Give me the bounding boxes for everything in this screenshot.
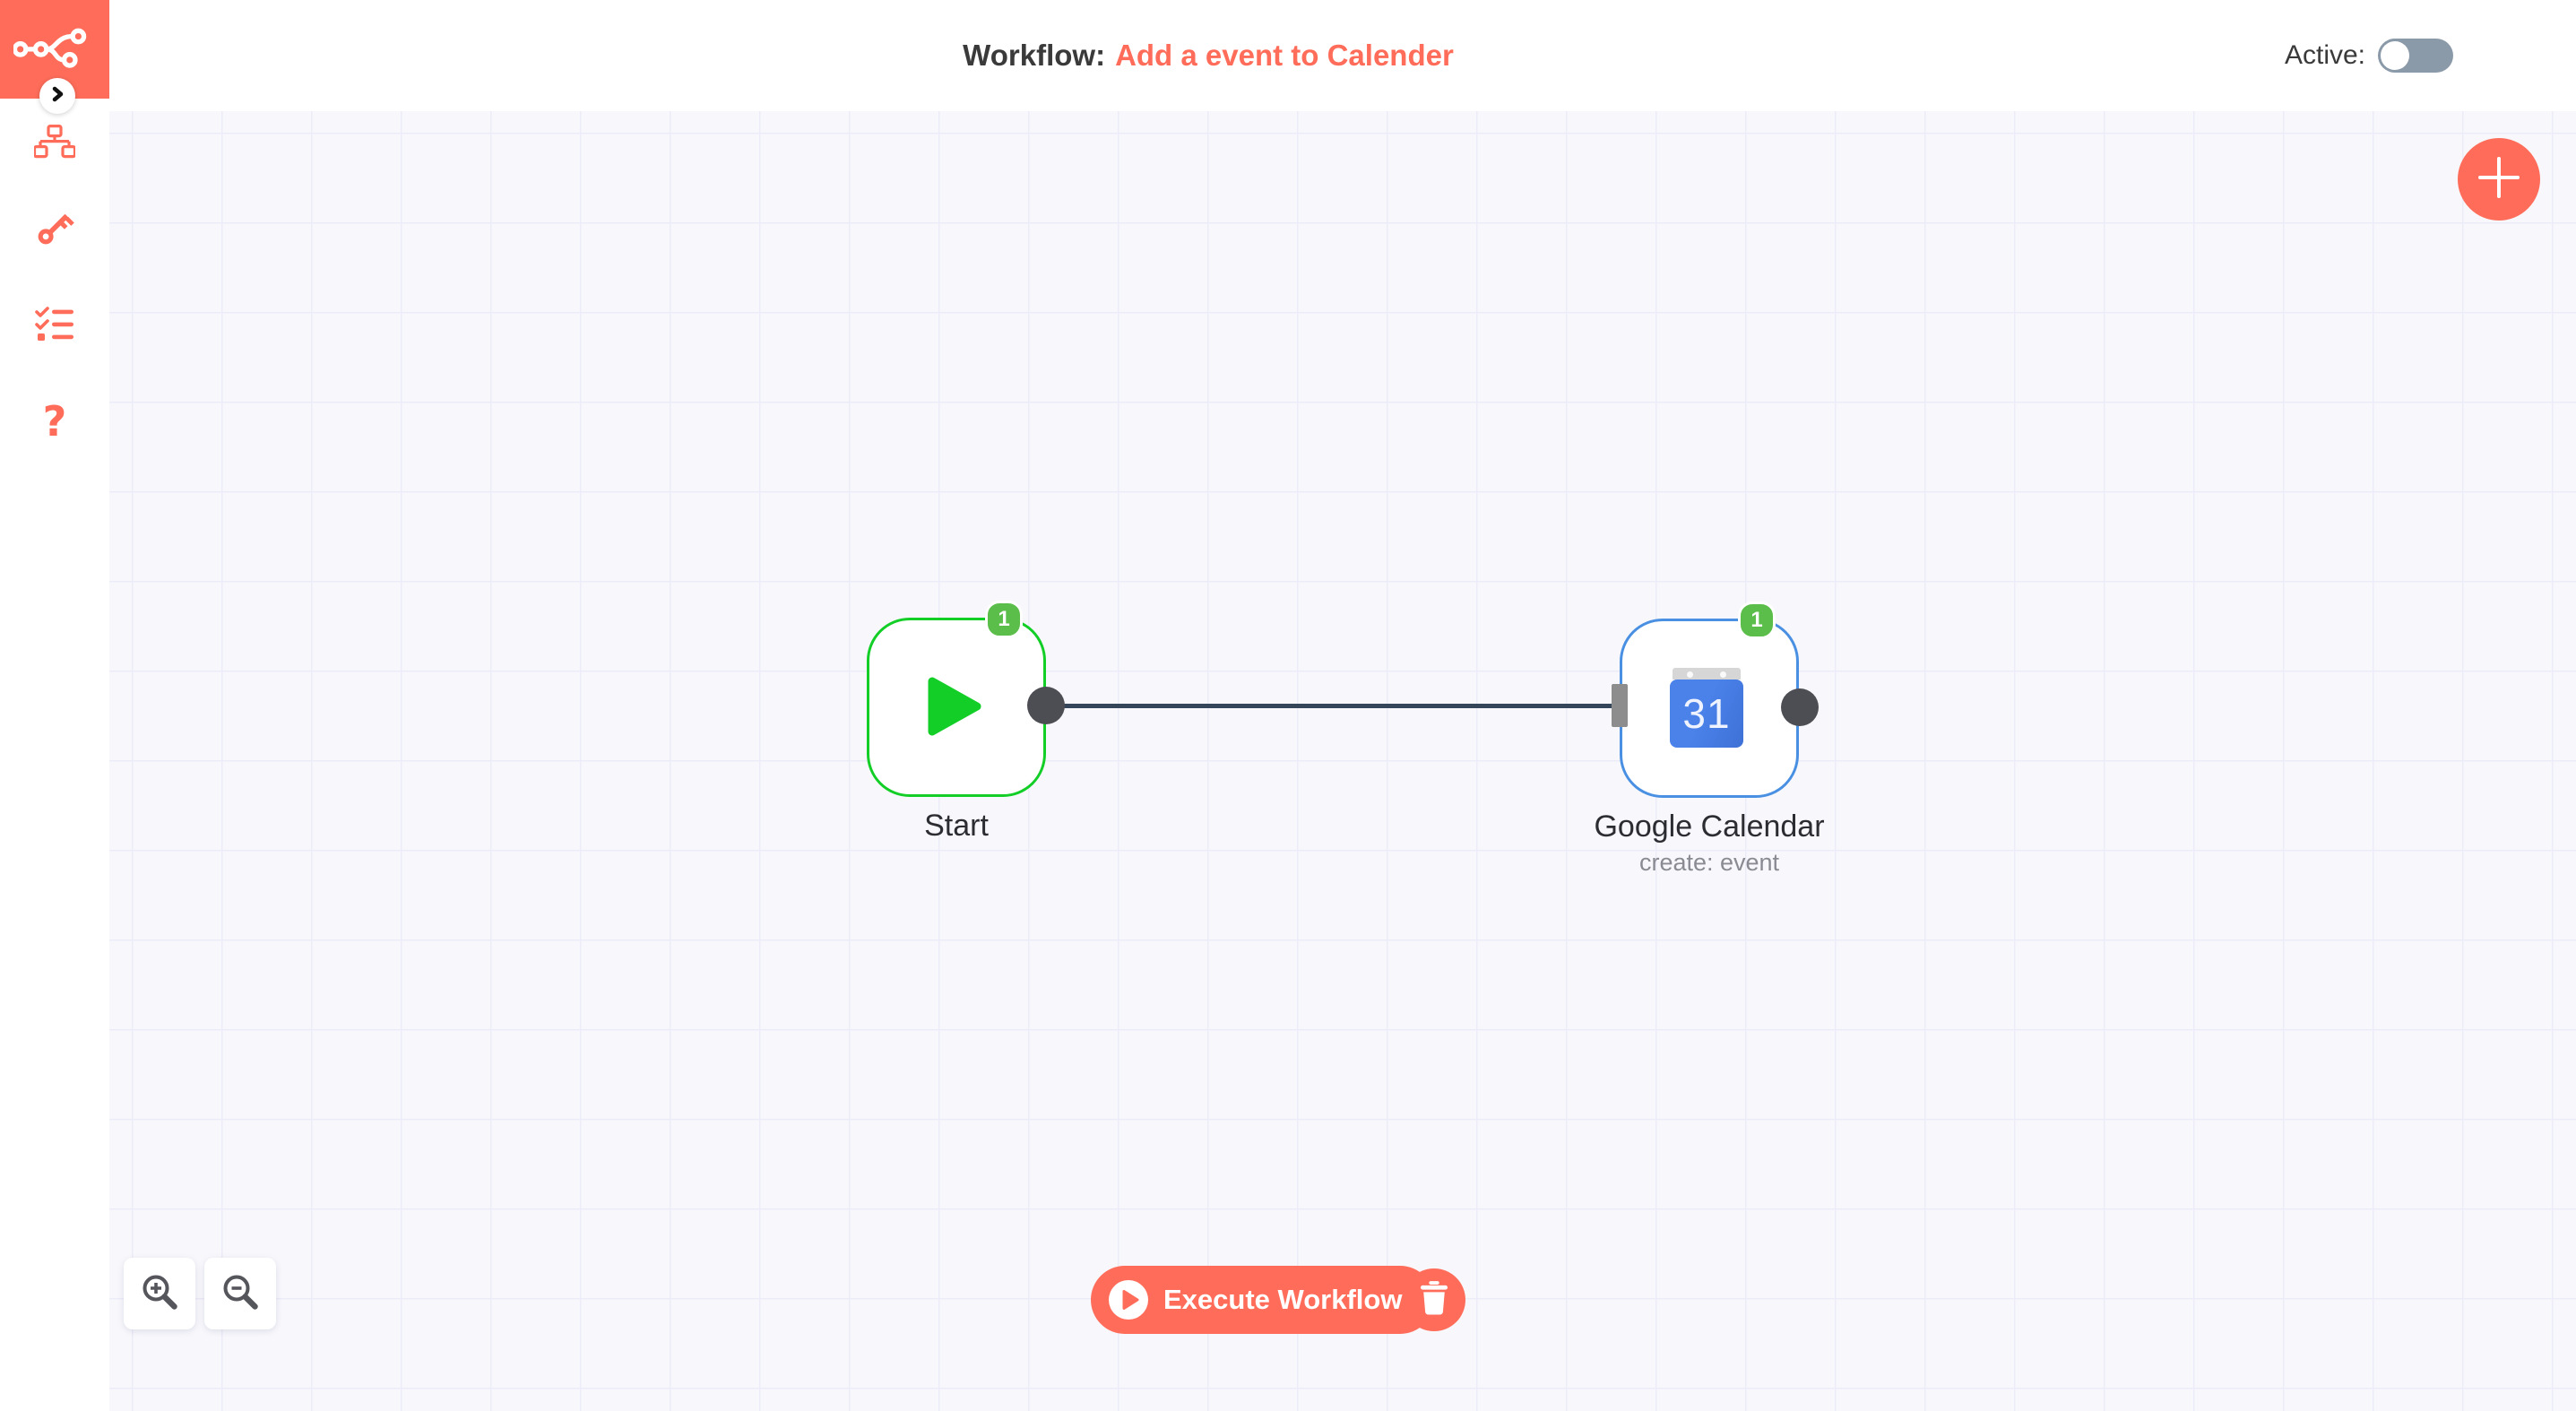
sitemap-icon: [32, 124, 77, 163]
list-check-icon: [35, 306, 74, 346]
execute-workflow-button[interactable]: Execute Workflow: [1091, 1266, 1435, 1334]
calendar-date-number: 31: [1670, 680, 1743, 748]
magnifier-plus-icon: [139, 1271, 180, 1317]
output-port[interactable]: [1027, 687, 1065, 724]
play-icon: [927, 674, 984, 743]
calendar-ring-dot: [1720, 671, 1726, 678]
node-label: Start: [924, 809, 989, 843]
zoom-out-button[interactable]: [204, 1258, 276, 1329]
page-title: Workflow: Add a event to Calender: [963, 0, 1454, 111]
node-label: Google Calendar: [1594, 809, 1825, 844]
sidebar-item-credentials[interactable]: [0, 201, 109, 258]
active-label: Active:: [2284, 40, 2365, 70]
items-count-badge: 1: [1738, 602, 1776, 639]
header: Workflow: Add a event to Calender Active…: [109, 0, 2576, 111]
delete-workflow-button[interactable]: [1403, 1268, 1465, 1331]
sidebar-item-help[interactable]: ?: [0, 393, 109, 450]
input-port[interactable]: [1612, 684, 1628, 727]
workflow-name-link[interactable]: Add a event to Calender: [1115, 39, 1454, 72]
trash-icon: [1420, 1280, 1448, 1320]
n8n-logo-icon: [12, 27, 96, 73]
sidebar: ?: [0, 0, 109, 1411]
node-google-calendar[interactable]: 31 1 Google Calendar create: event: [1594, 602, 1825, 876]
google-calendar-icon: 31: [1670, 668, 1743, 748]
chevron-right-icon: [47, 83, 68, 109]
plus-icon: [2474, 152, 2524, 207]
sidebar-item-executions[interactable]: [0, 297, 109, 354]
sidebar-item-workflows[interactable]: [0, 115, 109, 172]
add-node-button[interactable]: [2458, 138, 2540, 221]
connection-start-to-gcal[interactable]: [1045, 704, 1620, 708]
workflow-canvas[interactable]: [109, 111, 2576, 1411]
zoom-in-button[interactable]: [124, 1258, 195, 1329]
output-port[interactable]: [1781, 688, 1819, 726]
key-icon: [34, 207, 75, 253]
active-toggle[interactable]: [2378, 39, 2453, 73]
question-mark-icon: ?: [42, 397, 67, 446]
items-count-badge: 1: [985, 601, 1023, 638]
node-start[interactable]: 1 Start: [867, 601, 1065, 843]
active-toggle-group: Active:: [2285, 0, 2453, 111]
execute-workflow-label: Execute Workflow: [1163, 1284, 1403, 1315]
calendar-ring-dot: [1687, 671, 1693, 678]
calendar-binder-bar: [1673, 668, 1741, 680]
sidebar-collapse-button[interactable]: [39, 78, 75, 114]
node-subtitle: create: event: [1638, 849, 1780, 876]
toggle-knob: [2381, 41, 2409, 70]
play-circle-icon: [1109, 1280, 1148, 1320]
workflow-title-prefix: Workflow:: [963, 39, 1106, 72]
magnifier-minus-icon: [220, 1271, 261, 1317]
